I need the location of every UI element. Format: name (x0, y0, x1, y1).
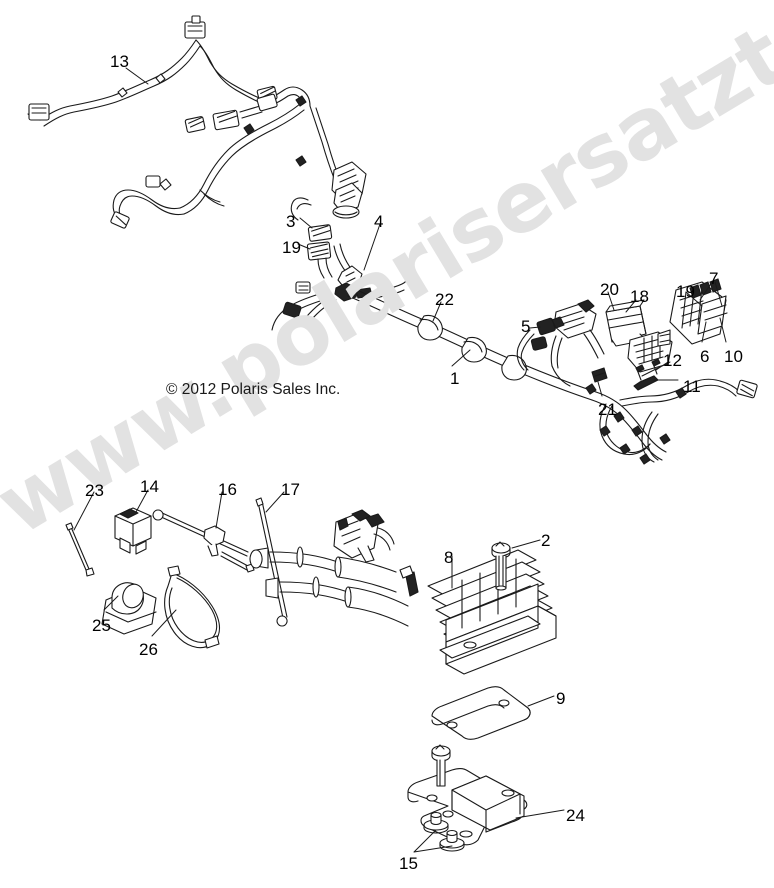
part-25-adhesive-clamp (101, 582, 157, 635)
center-connector-cluster (550, 299, 605, 387)
callout-25: 25 (92, 616, 111, 635)
callout-20: 20 (600, 280, 619, 299)
callout-4: 4 (374, 212, 384, 231)
callout-24: 24 (566, 806, 585, 825)
trunk-solenoid (331, 161, 367, 219)
part-20-18-module (605, 299, 647, 347)
part-14-clip (114, 507, 152, 555)
callout-26: 26 (139, 640, 158, 659)
part-2-bolt (491, 541, 511, 591)
callout-14: 14 (140, 477, 159, 496)
part-24-bracket (407, 768, 528, 846)
leader-lines (73, 67, 727, 853)
part-1-main-trunk (347, 287, 597, 401)
upper-harness-web (110, 93, 341, 229)
callout-21: 21 (598, 400, 617, 419)
callout-19: 19 (676, 282, 695, 301)
part-21-grommet (591, 367, 608, 383)
part-16-tie-mount (152, 509, 255, 573)
part-26-looped-tie (164, 565, 221, 649)
part-4-junction (271, 243, 410, 331)
callout-8: 8 (444, 548, 454, 567)
callout-15: 15 (399, 854, 418, 873)
callout-9: 9 (556, 689, 566, 708)
part-3-19-connectors (290, 197, 333, 279)
callout-7: 7 (709, 269, 719, 288)
callout-6: 6 (700, 347, 710, 366)
callout-23: 23 (85, 481, 104, 500)
lower-flange-bolt (431, 744, 451, 787)
callout-22: 22 (435, 290, 454, 309)
callout-12: 12 (663, 351, 682, 370)
callout-10: 10 (724, 347, 743, 366)
callout-11: 11 (683, 377, 701, 396)
callout-17: 17 (281, 480, 300, 499)
copyright-notice: © 2012 Polaris Sales Inc. (166, 381, 341, 398)
part-23-cable-tie (65, 522, 95, 577)
callout-5: 5 (521, 317, 531, 336)
callout-19: 19 (282, 238, 301, 257)
callout-18: 18 (630, 287, 649, 306)
callout-3: 3 (286, 212, 296, 231)
callout-1: 1 (450, 369, 460, 388)
lower-right-harness (585, 378, 758, 465)
part-15-nuts (423, 811, 465, 852)
callout-2: 2 (541, 531, 551, 550)
eps-steering-unit (249, 509, 419, 627)
part-8-regulator (427, 549, 557, 675)
part-9-plate (431, 686, 531, 740)
callout-16: 16 (218, 480, 237, 499)
callout-13: 13 (110, 52, 129, 71)
part-17-long-tie (255, 497, 288, 627)
